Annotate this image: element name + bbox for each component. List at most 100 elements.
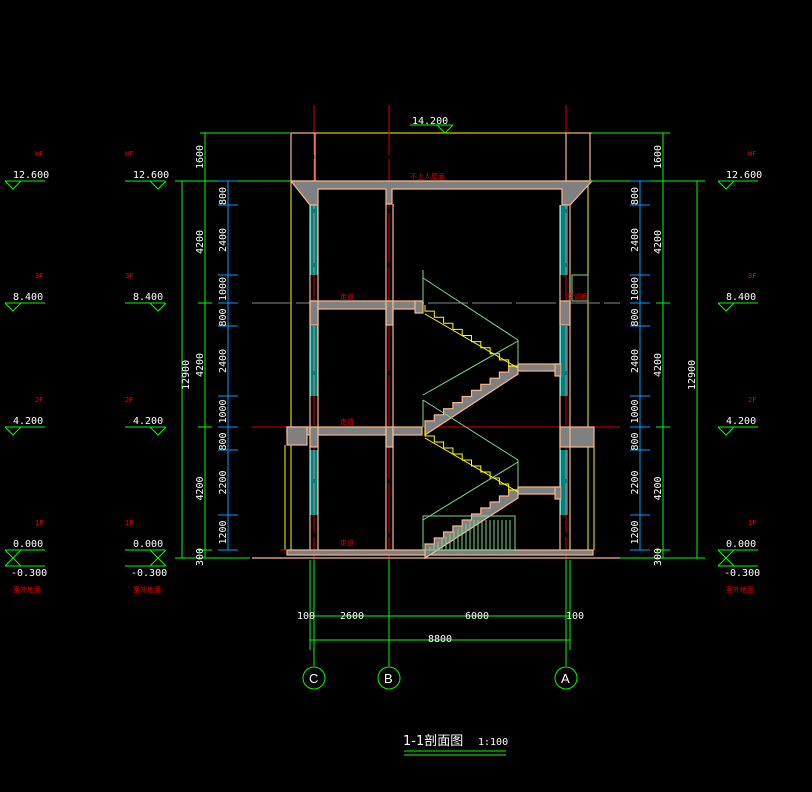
height-dim-left: 4200 bbox=[195, 353, 206, 377]
opening-dim-left: 2400 bbox=[218, 228, 229, 252]
height-dim-left: 4200 bbox=[195, 230, 206, 254]
height-dim-left: 4200 bbox=[195, 476, 206, 500]
ground-marker-left: -0.300 室外地面 bbox=[4, 557, 47, 594]
level-marker-left: 12.600 WF bbox=[4, 150, 49, 190]
level-elevation: 0.000 bbox=[133, 539, 163, 550]
opening-dim-right: 2200 bbox=[630, 470, 641, 494]
height-dim-right: 1600 bbox=[653, 145, 664, 169]
opening-dim-left: 1000 bbox=[218, 399, 229, 423]
level-elevation: 12.600 bbox=[13, 170, 49, 181]
opening-dim-left: 2400 bbox=[218, 349, 229, 373]
level-marker-right: 8.400 3F bbox=[717, 272, 758, 312]
ac-board-label: 空调板 bbox=[567, 292, 588, 301]
dim-c-b: 2600 bbox=[340, 611, 364, 622]
ground-marker-right: -0.300 室外地面 bbox=[717, 557, 760, 594]
stair-flight bbox=[424, 305, 518, 367]
floor-name: WF bbox=[35, 150, 43, 158]
corridor-label-2f: 走道 bbox=[340, 417, 354, 426]
level-elevation: 4.200 bbox=[726, 416, 756, 427]
opening-dim-right: 800 bbox=[630, 432, 641, 450]
ground-elevation: -0.300 bbox=[724, 568, 760, 579]
level-marker-right: 0.000 1F bbox=[717, 519, 758, 559]
height-dim-right: 4200 bbox=[653, 230, 664, 254]
svg-text:A: A bbox=[561, 671, 570, 686]
level-elevation: 4.200 bbox=[13, 416, 43, 427]
svg-text:C: C bbox=[309, 671, 318, 686]
floor-name: 2F bbox=[35, 396, 43, 404]
level-marker-mid: 8.400 3F bbox=[125, 272, 167, 312]
axis-a: A bbox=[554, 666, 578, 690]
level-marker-right: 12.600 WF bbox=[717, 150, 762, 190]
opening-dim-left: 800 bbox=[218, 187, 229, 205]
floor-name: 3F bbox=[125, 272, 133, 280]
opening-dim-right: 1200 bbox=[630, 520, 641, 544]
opening-dim-right: 1000 bbox=[630, 399, 641, 423]
height-dim-left: 300 bbox=[195, 548, 206, 566]
dimension-lines bbox=[175, 124, 705, 666]
staircase bbox=[424, 305, 519, 560]
opening-dim-left: 1000 bbox=[218, 277, 229, 301]
opening-dim-right: 800 bbox=[630, 187, 641, 205]
level-marker-left: 4.200 2F bbox=[4, 396, 45, 436]
corridor-label-3f: 走道 bbox=[340, 292, 354, 301]
dimension-texts: 1600 4200 4200 4200 300 1600 4200 4200 4200 300 12… bbox=[181, 145, 698, 566]
level-marker-mid: 12.600 WF bbox=[125, 150, 169, 190]
dim-total-width: 8800 bbox=[428, 634, 452, 645]
opening-dim-left: 800 bbox=[218, 432, 229, 450]
floor-name: 2F bbox=[748, 396, 756, 404]
floor-name: 1F bbox=[35, 519, 43, 527]
axis-b: B bbox=[377, 666, 401, 690]
floor-name: 3F bbox=[748, 272, 756, 280]
level-elevation: 0.000 bbox=[13, 539, 43, 550]
height-dim-right: 4200 bbox=[653, 476, 664, 500]
dim-b-a: 6000 bbox=[465, 611, 489, 622]
opening-dim-right: 2400 bbox=[630, 349, 641, 373]
ground-note: 室外地面 bbox=[726, 585, 754, 594]
height-dim-right: 300 bbox=[653, 548, 664, 566]
total-height-right: 12900 bbox=[687, 360, 698, 390]
ground-elevation: -0.300 bbox=[11, 568, 47, 579]
level-elevation: 4.200 bbox=[133, 416, 163, 427]
roof-label: 不上人屋面 bbox=[410, 172, 445, 181]
drawing-title: 1-1剖面图 bbox=[403, 734, 463, 749]
dim-left-offset: 100 bbox=[297, 611, 315, 622]
height-dim-left: 1600 bbox=[195, 145, 206, 169]
windows bbox=[310, 205, 568, 515]
corridor-label-1f: 走道 bbox=[340, 538, 354, 547]
floor-name: 1F bbox=[125, 519, 133, 527]
level-marker-mid: 0.000 1F bbox=[125, 519, 167, 559]
level-elevation: 12.600 bbox=[133, 170, 169, 181]
level-marker-right: 4.200 2F bbox=[717, 396, 758, 436]
stair-flight bbox=[424, 430, 518, 491]
opening-dim-right: 1000 bbox=[630, 277, 641, 301]
floor-name: WF bbox=[748, 150, 756, 158]
height-dim-right: 4200 bbox=[653, 353, 664, 377]
floor-name: 3F bbox=[35, 272, 43, 280]
floor-name: WF bbox=[125, 150, 133, 158]
axis-c: C bbox=[302, 666, 326, 690]
dim-right-offset: 100 bbox=[566, 611, 584, 622]
level-marker-left: 0.000 1F bbox=[4, 519, 45, 559]
opening-dim-left: 800 bbox=[218, 308, 229, 326]
building-section bbox=[252, 105, 620, 560]
level-elevation: 12.600 bbox=[726, 170, 762, 181]
opening-dim-right: 2400 bbox=[630, 228, 641, 252]
opening-dim-left: 2200 bbox=[218, 470, 229, 494]
level-elevation: 8.400 bbox=[133, 292, 163, 303]
drawing-scale: 1:100 bbox=[478, 737, 508, 748]
level-elevation: 0.000 bbox=[726, 539, 756, 550]
level-marker-mid: 4.200 2F bbox=[125, 396, 167, 436]
level-elevation: 8.400 bbox=[726, 292, 756, 303]
top-elevation: 14.200 bbox=[412, 116, 448, 127]
stair-flight bbox=[424, 489, 519, 560]
ground-note: 室外地面 bbox=[13, 585, 41, 594]
svg-text:B: B bbox=[384, 671, 393, 686]
floor-name: 1F bbox=[748, 519, 756, 527]
stair-flight bbox=[424, 365, 519, 437]
floor-name: 2F bbox=[125, 396, 133, 404]
opening-dim-left: 1200 bbox=[218, 520, 229, 544]
level-markers: 12.600 WF 8.400 3F 4.200 2F 0.000 1F -0.300 室外地面 1… bbox=[4, 150, 762, 594]
